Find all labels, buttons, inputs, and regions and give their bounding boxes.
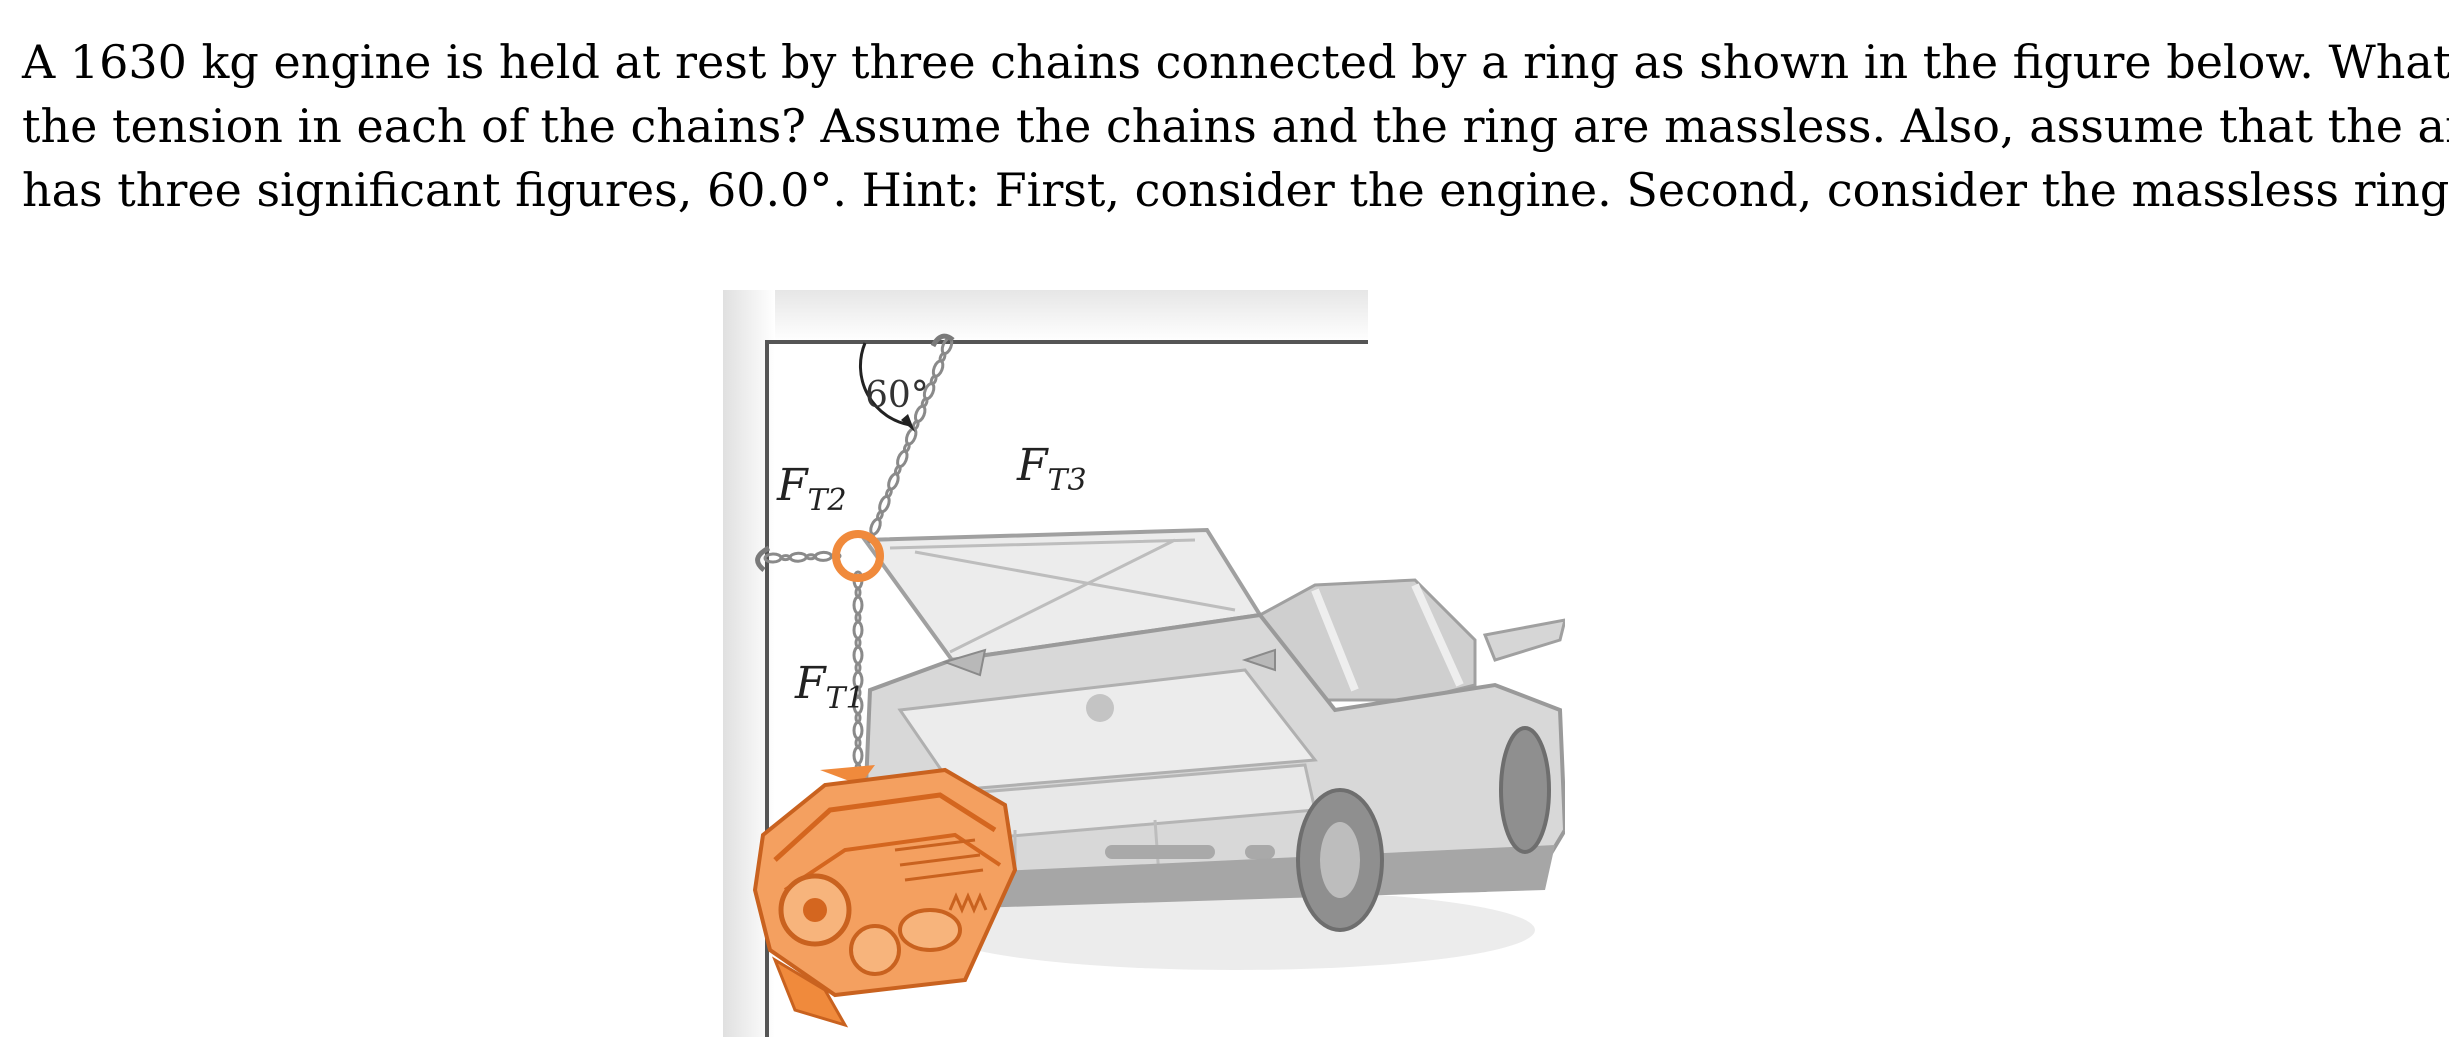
ceiling-wall: [723, 290, 1368, 1037]
label-ft1: FT1: [795, 658, 865, 716]
ft1-symbol: F: [795, 658, 826, 709]
angle-indicator: [858, 342, 915, 432]
ft2-symbol: F: [777, 460, 808, 511]
chain-ft3: [867, 336, 954, 544]
ft3-symbol: F: [1017, 440, 1048, 491]
connecting-ring: [832, 530, 884, 582]
chain-link: [854, 737, 862, 749]
chain-link: [852, 720, 864, 740]
engine-drawing: [752, 765, 1018, 1028]
chain-link: [854, 587, 862, 598]
ft2-subscript: T2: [807, 483, 847, 518]
chain-link: [813, 550, 833, 562]
chain-link: [852, 620, 864, 640]
angle-label: 60°: [865, 375, 929, 416]
problem-statement: A 1630 kg engine is held at rest by thre…: [22, 30, 2449, 222]
hook-ceiling: [930, 333, 955, 348]
chain-link: [852, 746, 864, 765]
label-ft2: FT2: [777, 460, 847, 518]
ft3-subscript: T3: [1047, 463, 1087, 498]
car-wheel-rear: [1499, 726, 1551, 854]
chain-link: [780, 554, 792, 562]
problem-line-3: has three significant figures, 60.0°. Hi…: [22, 163, 2449, 217]
car-shadow: [935, 890, 1535, 970]
chain-link: [852, 595, 864, 615]
chain-link: [854, 612, 862, 624]
engine-chain-figure: 60° FT2 FT3 FT1: [715, 290, 1565, 1037]
hook-wall: [755, 545, 771, 572]
chain-link: [854, 637, 862, 649]
ft1-subscript: T1: [825, 681, 865, 716]
figure-drawing: [723, 290, 1565, 1037]
chain-link: [805, 553, 817, 561]
label-ft3: FT3: [1017, 440, 1087, 498]
problem-line-2: the tension in each of the chains? Assum…: [22, 99, 2449, 153]
problem-line-1: A 1630 kg engine is held at rest by thre…: [22, 35, 2449, 89]
chain-ft2: [763, 550, 842, 564]
chain-link: [788, 551, 808, 563]
